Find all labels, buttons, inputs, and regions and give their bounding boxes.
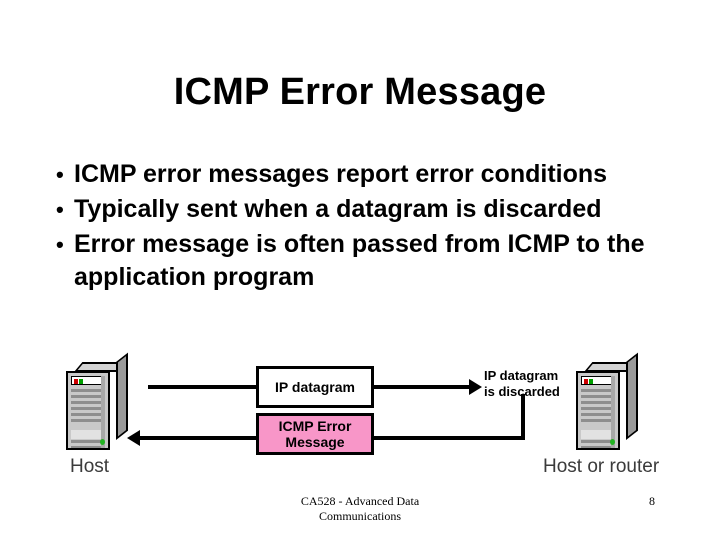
list-item: • Typically sent when a datagram is disc… bbox=[48, 193, 678, 226]
footer-course-line1: CA528 - Advanced Data bbox=[300, 494, 420, 508]
page-title: ICMP Error Message bbox=[173, 71, 547, 113]
discarded-note-line1: IP datagram bbox=[484, 368, 559, 383]
connector-router-elbow-vertical bbox=[521, 394, 525, 440]
tower-lower-bay bbox=[581, 430, 615, 439]
bullet-list: • ICMP error messages report error condi… bbox=[48, 158, 678, 296]
power-led-icon bbox=[100, 439, 105, 445]
connector-datagram-to-router bbox=[373, 385, 471, 389]
tower-side-rail bbox=[101, 376, 105, 448]
arrow-left-icon bbox=[127, 430, 140, 446]
tower-drive-bay bbox=[581, 376, 615, 385]
tower-vent-slots-lower bbox=[581, 440, 615, 448]
bullet-marker-icon: • bbox=[56, 232, 64, 257]
tower-side-rail bbox=[611, 376, 615, 448]
footer-course-label: CA528 - Advanced Data Communications bbox=[210, 494, 510, 524]
tower-front-panel bbox=[66, 371, 110, 450]
connector-host-to-datagram bbox=[148, 385, 258, 389]
list-item: • Error message is often passed from ICM… bbox=[48, 228, 678, 294]
led-green-icon bbox=[589, 379, 593, 384]
led-red-icon bbox=[584, 379, 588, 384]
page-number: 8 bbox=[649, 494, 655, 508]
discarded-note-line2: is discarded bbox=[484, 384, 560, 399]
connector-icmp-to-host bbox=[140, 436, 258, 440]
tower-vent-slots bbox=[581, 389, 615, 429]
list-item-text: Typically sent when a datagram is discar… bbox=[74, 195, 602, 223]
tower-front-panel bbox=[576, 371, 620, 450]
icmp-flow-diagram: Host Host or rou bbox=[0, 352, 720, 482]
tower-side-panel bbox=[116, 352, 128, 440]
list-item-text: Error message is often passed from ICMP … bbox=[74, 230, 645, 291]
tower-vent-slots bbox=[71, 389, 105, 429]
computer-tower-icon bbox=[66, 352, 128, 450]
left-host-label: Host bbox=[70, 456, 110, 477]
tower-side-panel bbox=[626, 352, 638, 440]
icmp-error-line1: ICMP Error bbox=[278, 418, 352, 434]
list-item: • ICMP error messages report error condi… bbox=[48, 158, 678, 191]
icmp-error-box: ICMP Error Message bbox=[256, 413, 374, 455]
icmp-error-line2: Message bbox=[285, 434, 345, 450]
ip-datagram-box: IP datagram bbox=[256, 366, 374, 408]
tower-lower-bay bbox=[71, 430, 105, 439]
discarded-note: IP datagram is discarded bbox=[484, 368, 576, 400]
arrow-right-icon bbox=[469, 379, 482, 395]
led-red-icon bbox=[74, 379, 78, 384]
connector-router-elbow-horizontal bbox=[373, 436, 525, 440]
tower-vent-slots-lower bbox=[71, 440, 105, 448]
power-led-icon bbox=[610, 439, 615, 445]
footer-course-line2: Communications bbox=[319, 509, 401, 523]
bullet-marker-icon: • bbox=[56, 197, 64, 222]
tower-drive-bay bbox=[71, 376, 105, 385]
led-green-icon bbox=[79, 379, 83, 384]
icmp-error-box-text: ICMP Error Message bbox=[279, 418, 352, 450]
right-host-label: Host or router bbox=[543, 456, 660, 477]
computer-tower-icon bbox=[576, 352, 638, 450]
bullet-marker-icon: • bbox=[56, 162, 64, 187]
list-item-text: ICMP error messages report error conditi… bbox=[74, 160, 608, 188]
